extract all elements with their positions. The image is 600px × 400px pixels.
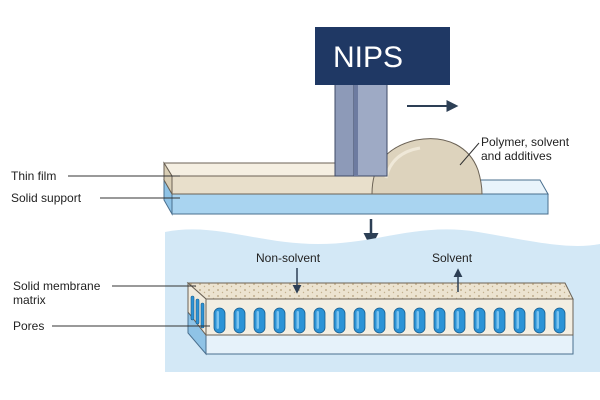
pore-highlight [376,311,379,329]
membrane-skin-top-dots [188,283,573,299]
pore-highlight [256,311,259,329]
membrane-matrix-body [205,298,574,336]
title-box [315,27,450,85]
membrane-support-front [205,334,574,355]
casting-stage: NIPS Thin film Solid support Polymer, so… [11,27,570,216]
solid-support-front [171,193,549,215]
solvent-label: Solvent [432,251,473,265]
pore [513,307,526,334]
pore [253,307,266,334]
side-pore [195,298,200,325]
pore-highlight [236,311,239,329]
pore-highlight [356,311,359,329]
pore [533,307,546,334]
matrix-label-line1: Solid membrane [13,279,101,293]
polymer-label-line1: Polymer, solvent [481,135,570,149]
pore-highlight [476,311,479,329]
casting-blade-left [334,79,355,177]
casting-blade-shade [354,80,358,176]
pore-highlight [336,311,339,329]
pore-highlight [416,311,419,329]
pore [233,307,246,334]
title: NIPS [333,41,403,74]
pore [353,307,366,334]
pore-highlight [396,311,399,329]
side-pore [200,302,205,329]
pores-label: Pores [13,319,44,333]
pore [273,307,286,334]
pore [453,307,466,334]
matrix-label-line2: matrix [13,293,46,307]
pores-side [190,295,205,329]
pore [413,307,426,334]
pore-highlight [556,311,559,329]
coagulation-bath: Non-solvent Solvent [165,229,600,372]
pore-highlight [516,311,519,329]
polymer-leader [459,142,480,166]
non-solvent-label: Non-solvent [256,251,321,265]
pore-highlight [456,311,459,329]
thin-film-label: Thin film [11,169,56,183]
side-pore [190,295,195,321]
pore [293,307,306,334]
solid-support-label: Solid support [11,191,82,205]
pore [553,307,566,334]
casting-blade-right [353,79,388,177]
pore-highlight [216,311,219,329]
pore [333,307,346,334]
pore-highlight [276,311,279,329]
pore [373,307,386,334]
thin-film-side [163,161,173,196]
polymer-label-line2: and additives [481,149,552,163]
pore [213,307,226,334]
pore-highlight [436,311,439,329]
pore-highlight [296,311,299,329]
pore [433,307,446,334]
pore-highlight [316,311,319,329]
pore-highlight [496,311,499,329]
pore-highlight [536,311,539,329]
pore [493,307,506,334]
thin-film-front [171,175,379,195]
pore [313,307,326,334]
polymer-solution-blob [371,138,483,195]
pore [473,307,486,334]
pores-front [213,307,566,334]
pore [393,307,406,334]
